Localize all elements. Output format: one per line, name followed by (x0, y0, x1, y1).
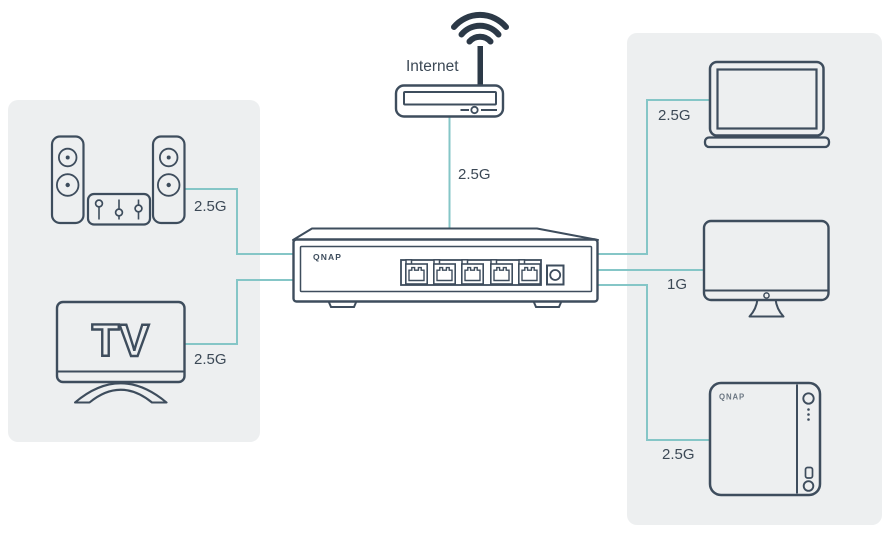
connection-line-tv-switch (184, 279, 293, 345)
speed-label-nas: 2.5G (662, 446, 695, 463)
speed-label-laptop: 2.5G (658, 107, 691, 124)
nas-body (708, 381, 822, 497)
tv-screen-label: TV (92, 315, 150, 366)
monitor-stand (748, 298, 785, 318)
modem-antenna (477, 46, 483, 87)
tv-icon: TV (55, 300, 186, 404)
speed-label-speakers: 2.5G (194, 198, 227, 215)
tv-stand (73, 382, 168, 404)
rj45-port-3 (460, 258, 485, 285)
rj45-port-4 (489, 258, 514, 285)
nas-usb-port (804, 466, 814, 479)
speed-label-tv: 2.5G (194, 351, 227, 368)
tv-screen (55, 300, 186, 384)
switch-icon: QNAP (292, 227, 599, 308)
nas-copy-button (802, 480, 815, 492)
speed-label-monitor: 1G (667, 276, 688, 293)
power-port-circle (549, 269, 562, 281)
monitor-icon (702, 219, 830, 318)
speed-label-internet: 2.5G (458, 166, 491, 183)
rj45-port-2 (432, 258, 457, 285)
rj45-port-5 (517, 258, 542, 285)
wifi-icon (451, 11, 509, 45)
nas-brand-logo: QNAP (719, 393, 745, 402)
connection-line-switch-laptop (598, 99, 710, 255)
monitor-camera-dot (763, 292, 770, 299)
switch-top-face (292, 227, 599, 241)
modem-led-circle (470, 105, 479, 115)
audio-system-icon (50, 135, 186, 226)
laptop-icon (703, 60, 831, 149)
internet-label: Internet (406, 58, 459, 75)
connection-line-switch-nas (598, 284, 710, 441)
monitor-screen (702, 219, 830, 302)
modem-icon (394, 84, 505, 118)
switch-front-face (299, 245, 593, 293)
connection-line-speakers-switch (184, 188, 293, 255)
switch-brand-logo: QNAP (313, 252, 342, 262)
nas-icon: QNAP (708, 381, 822, 497)
laptop-base (703, 136, 831, 149)
rj45-port-1 (404, 258, 429, 285)
nas-power-button (802, 392, 815, 405)
